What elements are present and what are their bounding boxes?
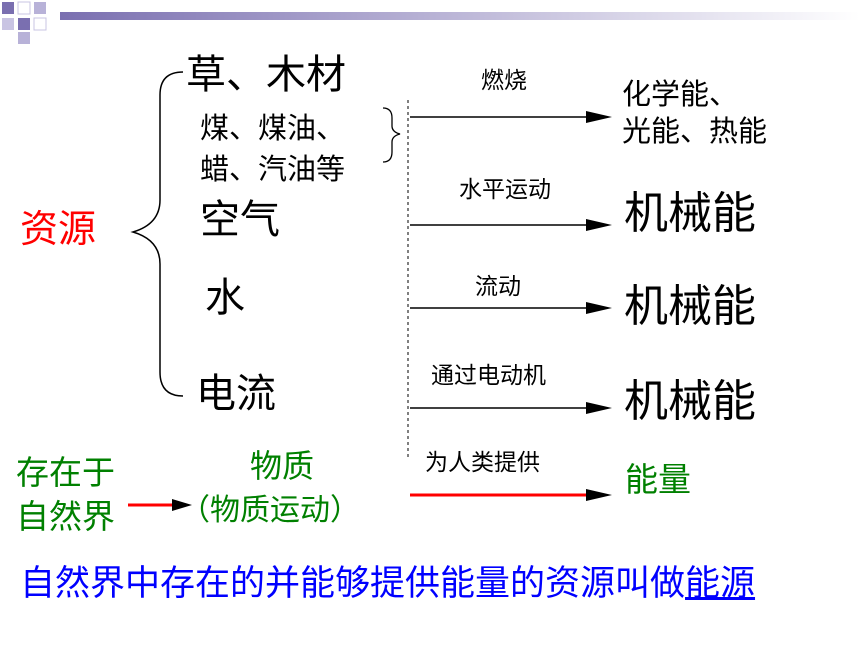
definition-term: 能源	[685, 564, 756, 604]
resource-water: 水	[205, 275, 245, 321]
resource-label: 资源	[20, 207, 97, 251]
header-decoration	[2, 1, 47, 44]
resource-electric-current: 电流	[196, 371, 276, 417]
arrow-horizontal-motion	[410, 219, 612, 231]
energy-light-heat: 光能、热能	[622, 114, 768, 148]
resource-coal-kerosene: 煤、煤油、	[200, 111, 346, 145]
energy-chemical: 化学能、	[622, 77, 739, 111]
arrow-electric-motor	[410, 402, 612, 414]
process-flow: 流动	[475, 274, 521, 300]
matter-line-1: 物质	[250, 447, 315, 485]
arrow-combustion	[410, 111, 612, 123]
provide-label: 为人类提供	[425, 450, 540, 476]
process-electric-motor: 通过电动机	[431, 363, 546, 389]
matter-line-2: （物质运动）	[180, 493, 360, 528]
fuel-brace	[382, 107, 401, 163]
energy-mechanical-2: 机械能	[624, 281, 756, 332]
arrow-nature-to-matter	[128, 499, 192, 511]
process-combustion: 燃烧	[481, 68, 527, 94]
origin-line-1: 存在于	[16, 453, 115, 492]
definition-sentence: 自然界中存在的并能够提供能量的资源叫做能源	[20, 567, 755, 602]
process-horizontal-motion: 水平运动	[459, 177, 551, 203]
energy-mechanical-3: 机械能	[624, 376, 756, 427]
resource-wax-gasoline: 蜡、汽油等	[200, 152, 346, 186]
resource-air: 空气	[200, 197, 280, 243]
resource-grass-wood: 草、木材	[186, 52, 346, 98]
definition-text: 自然界中存在的并能够提供能量的资源叫做	[20, 564, 686, 604]
resource-brace	[130, 71, 184, 397]
energy-mechanical-1: 机械能	[624, 188, 756, 239]
energy-label: 能量	[625, 460, 691, 499]
origin-line-2: 自然界	[16, 497, 115, 536]
header-gradient-bar	[60, 12, 860, 20]
arrow-flow	[410, 302, 612, 314]
arrow-provide-energy	[410, 489, 612, 501]
